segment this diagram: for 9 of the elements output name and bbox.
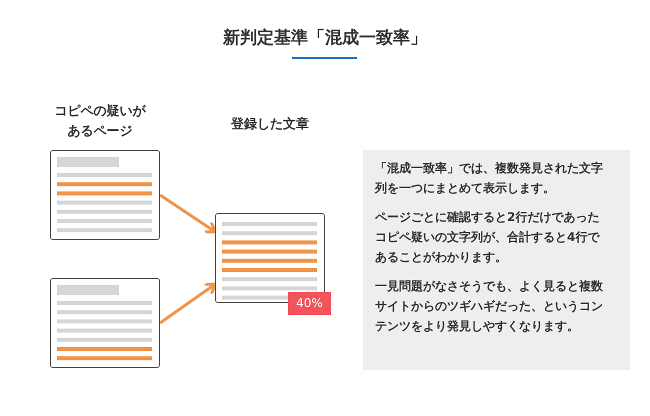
note-paragraph: ページごとに確認すると2行だけであったコピペ疑いの文字列が、合計すると4行であることがわかります。: [375, 209, 601, 266]
arrow: [159, 282, 217, 324]
percentage-badge: 40%: [288, 292, 331, 315]
note-paragraph: 一見問題がなさそうでも、よく見ると複数サイトからのツギハギだった、というコンテンツをより発見しやすくなります。: [375, 278, 604, 335]
column-heading: コピペの疑いがあるページ: [54, 103, 147, 141]
note-paragraph: 「混成一致率」では、複数発見された文字列を一つにまとめて表示します。: [375, 160, 604, 197]
title: 新判定基準「混成一致率」: [222, 27, 428, 49]
column-heading: 登録した文章: [230, 116, 310, 134]
arrow: [159, 194, 217, 234]
